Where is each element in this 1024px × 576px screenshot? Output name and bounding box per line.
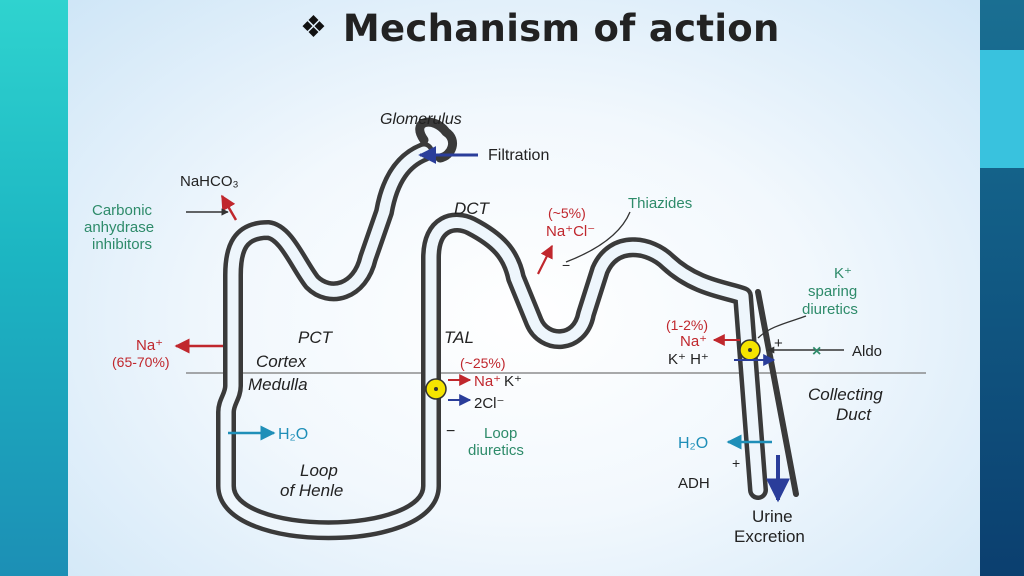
carbonic-anhydrase-label-3: inhibitors — [92, 236, 152, 253]
tal-label: TAL — [444, 328, 474, 347]
title-bar: ❖ Mechanism of action — [300, 2, 780, 54]
tal-percent: (~25%) — [460, 355, 506, 371]
pct-na-percent: (65-70%) — [112, 354, 170, 370]
dct-percent: (~5%) — [548, 205, 586, 221]
adh-label: ADH — [678, 475, 710, 492]
dct-label: DCT — [454, 199, 491, 218]
k-sparing-pointer — [757, 315, 807, 339]
thiazides-pointer — [565, 211, 631, 263]
dct-minus: − — [562, 257, 570, 273]
nahco3-arrow — [220, 194, 238, 221]
collecting-duct-label-2: Duct — [836, 405, 872, 424]
aldo-block-x: × — [812, 343, 821, 360]
tal-k-label: K⁺ — [504, 373, 522, 390]
k-sparing-label-2: sparing — [808, 283, 857, 300]
pct-na-label: Na⁺ — [136, 337, 163, 354]
slide-title: Mechanism of action — [342, 6, 780, 50]
collecting-percent: (1-2%) — [666, 317, 708, 333]
collecting-plus: + — [774, 335, 783, 352]
nahco3-label: NaHCO₃ — [180, 173, 239, 190]
dct-nacl-arrow — [537, 244, 553, 275]
adh-plus: + — [732, 455, 740, 471]
collecting-duct-label-1: Collecting — [808, 385, 883, 404]
aldo-label: Aldo — [852, 343, 882, 360]
k-sparing-label-3: diuretics — [802, 301, 858, 318]
urine-label-1: Urine — [752, 507, 793, 526]
carbonic-anhydrase-label-2: anhydrase — [84, 219, 154, 236]
pct-h2o-label: H₂O — [278, 426, 308, 443]
carbonic-anhydrase-label-1: Carbonic — [92, 202, 153, 219]
nephron-tubule — [226, 117, 799, 530]
k-sparing-label-1: K⁺ — [834, 265, 852, 282]
loop-henle-label-1: Loop — [300, 461, 338, 480]
collecting-kh-label: K⁺ H⁺ — [668, 351, 709, 368]
collecting-pump-center — [748, 348, 752, 352]
filtration-label: Filtration — [488, 147, 549, 164]
nephron-diagram: Glomerulus Filtration DCT PCT TAL Cortex… — [84, 111, 926, 546]
cortex-label: Cortex — [256, 352, 307, 371]
dct-nacl-label: Na⁺Cl⁻ — [546, 223, 595, 240]
medulla-label: Medulla — [248, 375, 308, 394]
tal-pump-center — [434, 387, 438, 391]
pct-label: PCT — [298, 328, 334, 347]
thiazides-label: Thiazides — [628, 195, 692, 212]
loop-diuretics-label-1: Loop — [484, 425, 517, 442]
diamond-cluster-icon: ❖ — [300, 11, 327, 44]
tal-minus: − — [446, 423, 455, 440]
loop-henle-label-2: of Henle — [280, 481, 343, 500]
tal-na-label: Na⁺ — [474, 373, 501, 390]
glomerulus-label: Glomerulus — [380, 111, 462, 128]
right-accent-tab — [980, 50, 1024, 168]
tal-cl-label: 2Cl⁻ — [474, 395, 504, 412]
collecting-na-label: Na⁺ — [680, 333, 707, 350]
urine-label-2: Excretion — [734, 527, 805, 546]
collecting-h2o-label: H₂O — [678, 435, 708, 452]
left-accent-band — [0, 0, 68, 576]
loop-diuretics-label-2: diuretics — [468, 442, 524, 459]
